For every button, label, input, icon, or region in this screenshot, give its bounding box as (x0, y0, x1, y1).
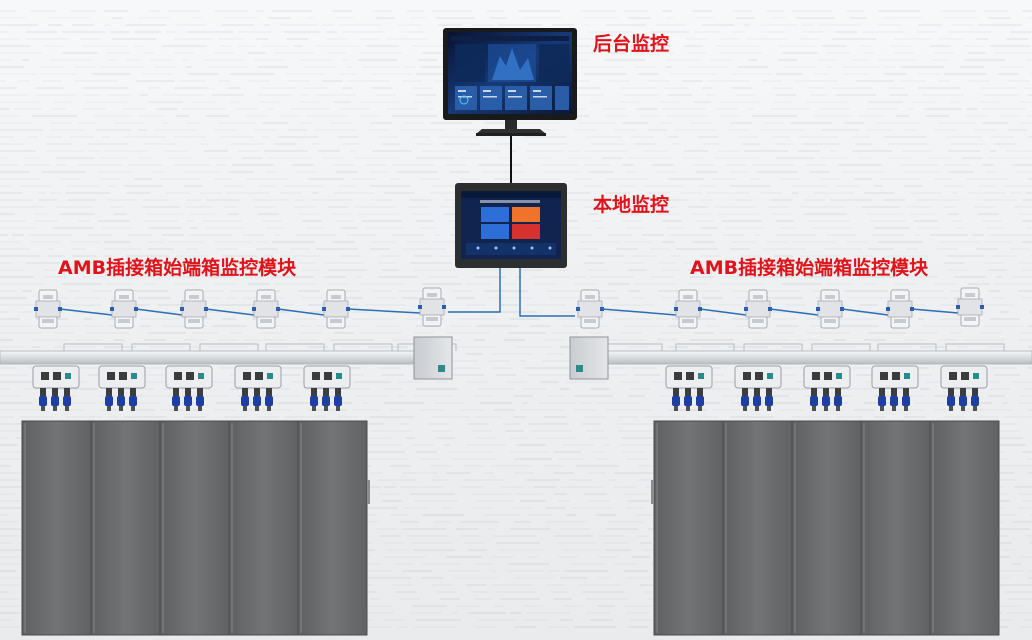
left-module-group-label: AMB插接箱始端箱监控模块 (58, 257, 297, 279)
local-touch-panel-icon (455, 183, 567, 268)
busway-tapbox-icon (303, 365, 351, 411)
busway-tapbox-icon (665, 365, 713, 411)
busway-tapbox-icon (871, 365, 919, 411)
din-module-icon (110, 289, 138, 329)
din-module-icon (886, 289, 914, 329)
backend-monitor-label: 后台监控 (593, 33, 670, 55)
busway-tapbox-icon (234, 365, 282, 411)
din-module-icon (674, 289, 702, 329)
din-module-icon (418, 287, 446, 327)
feeder-box-icon (413, 336, 453, 380)
din-module-icon (34, 289, 62, 329)
server-cabinet-icon (929, 420, 1000, 636)
server-cabinet-icon (21, 420, 92, 636)
server-cabinet-icon (860, 420, 931, 636)
busway-tapbox-icon (165, 365, 213, 411)
din-module-icon (322, 289, 350, 329)
busway-tapbox-icon (734, 365, 782, 411)
local-monitor-label: 本地监控 (593, 194, 670, 216)
feeder-box-icon (569, 336, 609, 380)
busway-tapbox-icon (940, 365, 988, 411)
busway-rail (0, 350, 426, 365)
right-module-group-label: AMB插接箱始端箱监控模块 (690, 257, 929, 279)
busway-tapbox-icon (803, 365, 851, 411)
din-module-icon (816, 289, 844, 329)
right-module-chain (569, 287, 1032, 636)
server-cabinet-icon (722, 420, 793, 636)
left-module-chain (0, 287, 457, 636)
din-module-icon (744, 289, 772, 329)
din-module-icon (956, 287, 984, 327)
server-cabinet-icon (791, 420, 862, 636)
busway-tapbox-icon (98, 365, 146, 411)
server-cabinet-icon (159, 420, 230, 636)
server-cabinet-icon (90, 420, 161, 636)
backend-monitor-icon (443, 28, 577, 136)
server-cabinet-icon (297, 420, 368, 636)
din-module-icon (576, 289, 604, 329)
din-module-icon (252, 289, 280, 329)
busway-rail (572, 350, 1032, 365)
server-cabinet-icon (653, 420, 724, 636)
din-module-icon (180, 289, 208, 329)
panel-to-modules-links (448, 268, 575, 317)
busway-tapbox-icon (32, 365, 80, 411)
server-cabinet-icon (228, 420, 299, 636)
